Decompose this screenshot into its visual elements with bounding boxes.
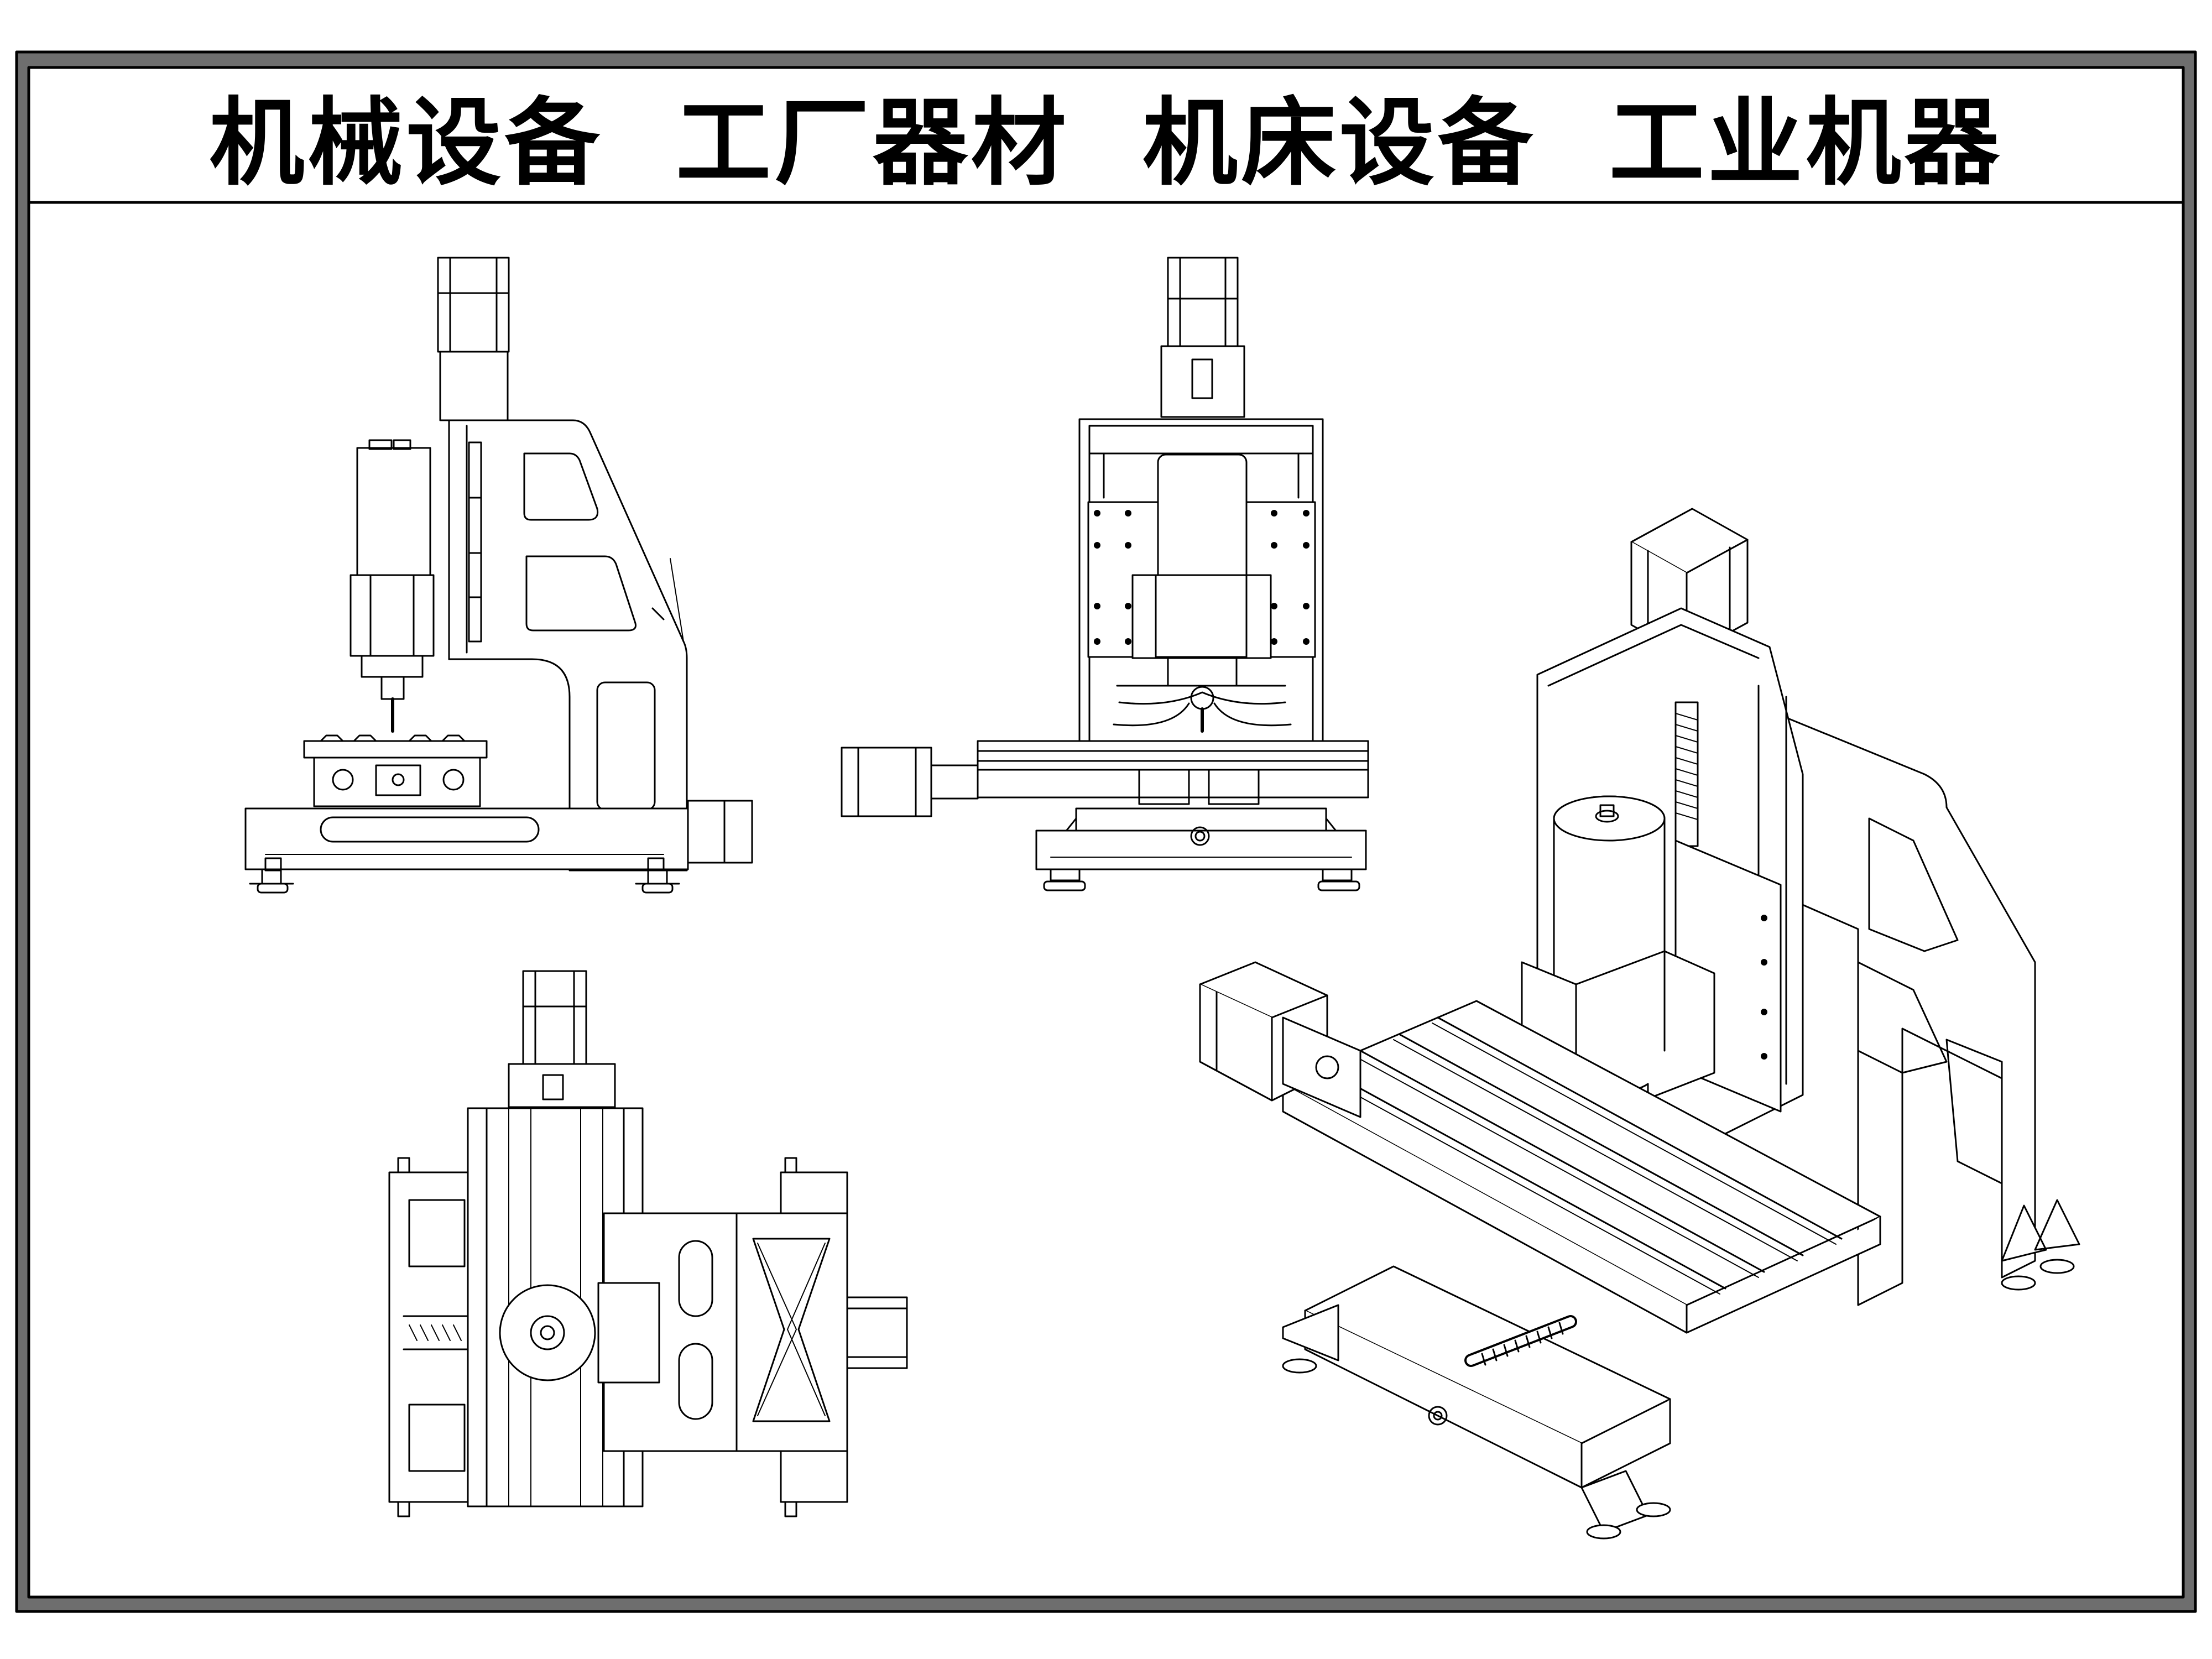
top-view — [388, 970, 908, 1517]
isometric-view — [1199, 508, 2080, 1540]
side-view — [244, 257, 753, 894]
page-title: 机械设备 工厂器材 机床设备 工业机器 — [209, 87, 2003, 199]
front-view — [841, 257, 1369, 891]
